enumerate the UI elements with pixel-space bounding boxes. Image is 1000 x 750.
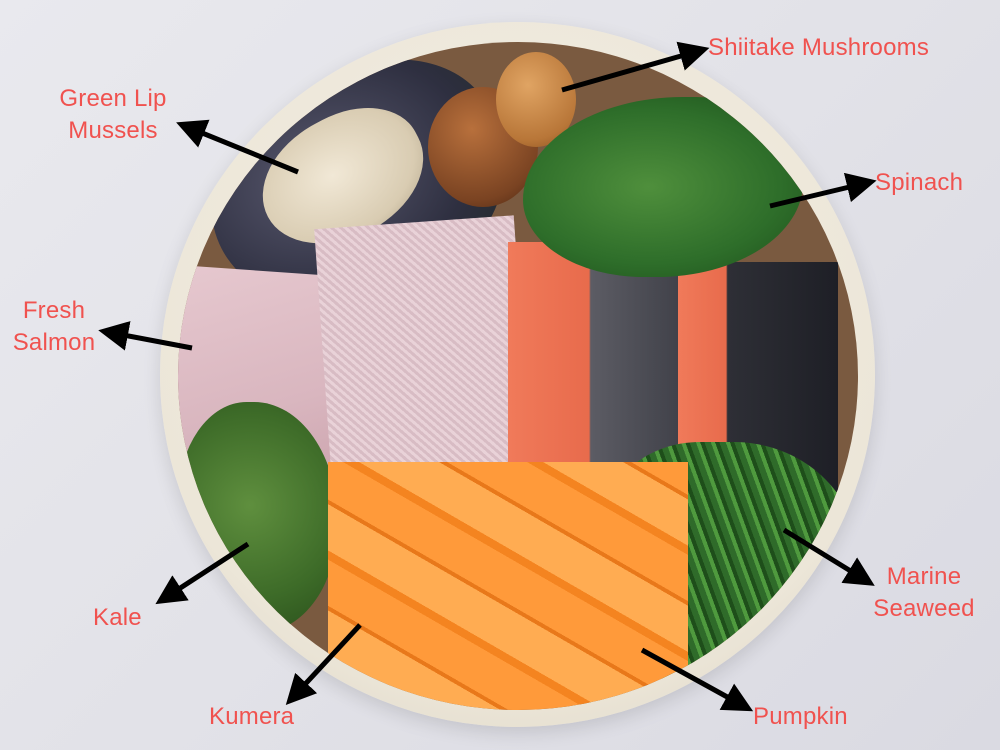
label-green-lip-mussels: Green Lip Mussels [52, 83, 174, 147]
label-spinach: Spinach [875, 169, 964, 196]
pumpkin-and-kumera-cubes [328, 462, 688, 710]
salmon-piece [508, 242, 688, 472]
arrow-shiitake [561, 41, 710, 93]
spinach-leaves [523, 97, 803, 277]
arrow-seaweed [782, 527, 875, 586]
label-kale: Kale [93, 604, 142, 631]
arrow-kale [155, 541, 250, 605]
label-kumera: Kumera [209, 703, 295, 730]
arrow-pumpkin [640, 647, 754, 712]
label-line: Mussels [68, 117, 158, 144]
bowl-contents [178, 42, 858, 710]
label-line: Green Lip [59, 85, 167, 112]
arrow-kumera [285, 623, 362, 705]
label-line: Fresh [22, 297, 86, 324]
label-line: Marine [886, 563, 962, 590]
label-marine-seaweed: Marine Seaweed [868, 561, 980, 625]
label-line: Seaweed [873, 595, 975, 622]
kale [178, 402, 338, 632]
arrow-mussels [176, 119, 299, 175]
label-shiitake-mushrooms: Shiitake Mushrooms [708, 34, 930, 61]
label-pumpkin: Pumpkin [753, 703, 848, 730]
arrow-spinach [769, 172, 877, 209]
arrow-salmon [98, 321, 193, 351]
label-fresh-salmon: Fresh Salmon [8, 295, 100, 359]
label-line: Salmon [12, 329, 96, 356]
